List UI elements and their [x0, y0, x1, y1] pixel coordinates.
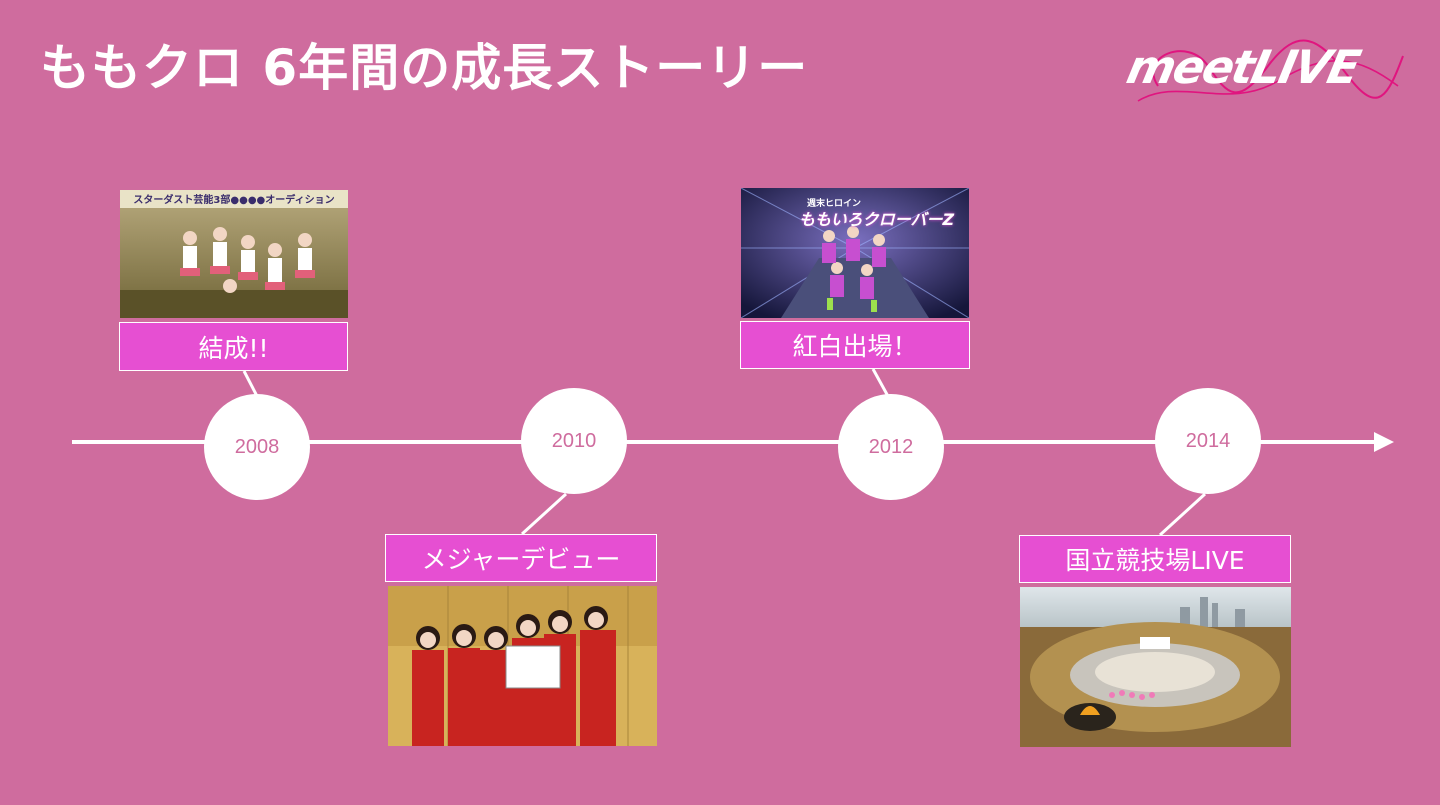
photo-2012-kouhaku: 週末ヒロイン ももいろクローバーZ — [741, 188, 969, 318]
year-circle-2012: 2012 — [838, 394, 944, 500]
timeline-axis — [72, 440, 1378, 444]
photo-2010-debut — [388, 586, 657, 746]
event-label-2012: 紅白出場！ — [740, 321, 970, 369]
meetlive-logo: meetLIVE — [1118, 26, 1408, 116]
connector-2010 — [520, 492, 568, 536]
year-circle-2010: 2010 — [521, 388, 627, 494]
year-circle-2008: 2008 — [204, 394, 310, 500]
year-circle-2014: 2014 — [1155, 388, 1261, 494]
event-label-2008: 結成!! — [119, 322, 348, 371]
connector-2014 — [1158, 492, 1207, 537]
photo-2012-subtitle: 週末ヒロイン — [807, 199, 862, 209]
photo-2014-stadium — [1020, 587, 1291, 747]
event-label-2014: 国立競技場LIVE — [1019, 535, 1291, 583]
timeline-arrow-icon — [1374, 432, 1394, 452]
photo-2008-audition: スターダスト芸能3部●●●●オーディション — [120, 190, 348, 318]
connector-2012 — [871, 368, 891, 399]
logo-script-icon — [1137, 39, 1404, 102]
photo-2008-banner: スターダスト芸能3部●●●●オーディション — [133, 195, 335, 206]
photo-2012-logo: ももいろクローバーZ — [799, 210, 955, 229]
event-label-2010: メジャーデビュー — [385, 534, 657, 582]
slide-title: ももクロ 6年間の成長ストーリー — [40, 39, 809, 97]
